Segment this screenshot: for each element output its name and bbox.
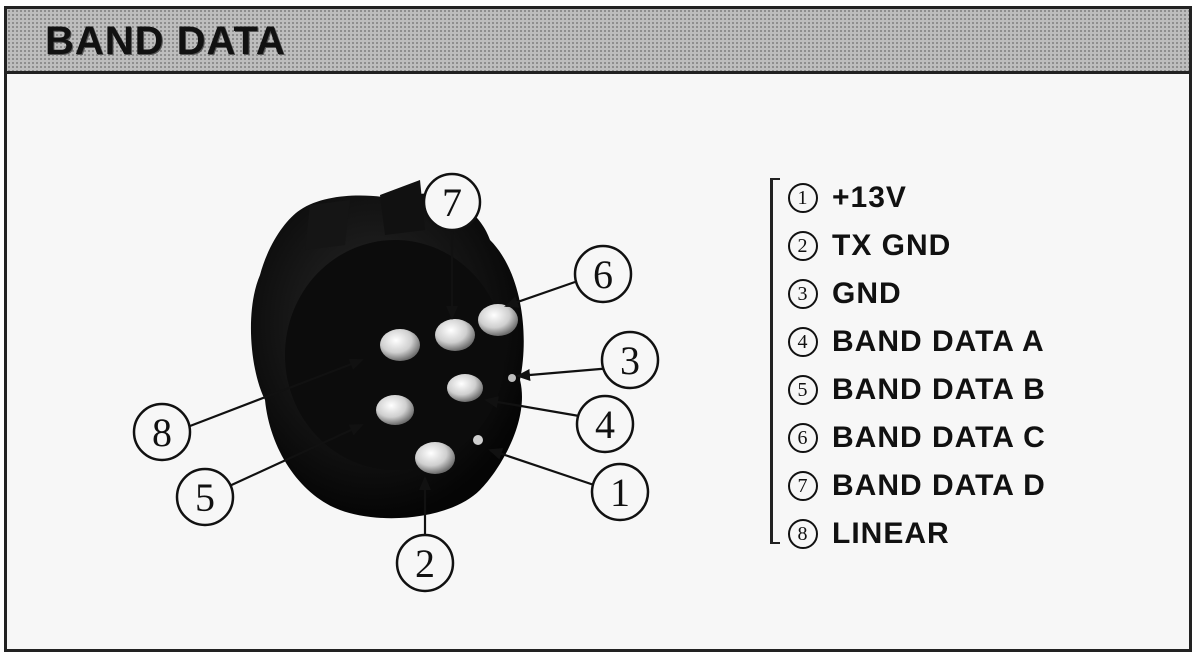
legend-label: LINEAR [832,517,950,550]
legend-number: 7 [788,471,818,501]
legend-number: 8 [788,519,818,549]
callout-label-3: 3 [620,338,640,383]
legend-label: TX GND [832,229,952,262]
legend-list: 1 +13V 2 TX GND 3 GND 4 BAND DATA A 5 BA… [788,174,1046,558]
pin-7-photo [435,319,475,351]
callout-label-6: 6 [593,252,613,297]
arrow-6 [504,280,576,308]
legend-number: 4 [788,327,818,357]
callout-label-7: 7 [442,180,462,225]
legend-item: 6 BAND DATA C [788,414,1046,462]
legend-label: +13V [832,181,907,214]
callout-circle-8 [132,402,192,462]
legend-number: 1 [788,183,818,213]
callout-label-4: 4 [595,402,615,447]
band-data-panel: BAND DATA [4,6,1192,652]
callout-circle-6 [573,244,633,304]
legend-item: 7 BAND DATA D [788,462,1046,510]
panel-header: BAND DATA [7,9,1189,74]
legend-label: BAND DATA B [832,373,1046,406]
arrow-8 [189,358,364,428]
callout-label-2: 2 [415,541,435,586]
callout-circle-5 [175,467,235,527]
legend-number: 6 [788,423,818,453]
callout-circle-4 [575,394,635,454]
legend-label: GND [832,277,902,310]
legend-item: 1 +13V [788,174,1046,222]
callout-circle-7 [422,172,482,232]
din-connector-photo [250,180,524,519]
arrow-1 [488,448,601,489]
callout-label-8: 8 [152,410,172,455]
legend-item: 8 LINEAR [788,510,1046,558]
legend-label: BAND DATA C [832,421,1046,454]
pin-3-photo [508,374,516,382]
pin-2-photo [415,442,455,474]
arrow-3 [516,366,613,381]
callout-arrows [189,232,613,535]
legend-item: 5 BAND DATA B [788,366,1046,414]
callout-numbers [132,172,660,593]
pin-4-photo [447,374,483,402]
pin-legend: 1 +13V 2 TX GND 3 GND 4 BAND DATA A 5 BA… [770,174,1130,550]
pin-1-photo [473,435,483,445]
legend-number: 5 [788,375,818,405]
callout-label-5: 5 [195,475,215,520]
callout-number-labels: 7 6 3 4 1 2 5 8 [152,180,640,586]
pin-8-photo [380,329,420,361]
legend-label: BAND DATA D [832,469,1046,502]
legend-number: 2 [788,231,818,261]
legend-item: 4 BAND DATA A [788,318,1046,366]
callout-circle-1 [590,462,650,522]
callout-circle-3 [600,330,660,390]
callout-circle-2 [395,533,455,593]
callout-label-1: 1 [610,470,630,515]
pin-5-photo [376,395,414,425]
page-title: BAND DATA [45,19,286,63]
legend-number: 3 [788,279,818,309]
legend-item: 2 TX GND [788,222,1046,270]
legend-item: 3 GND [788,270,1046,318]
legend-bracket [770,178,780,544]
pin-6-photo [478,304,518,336]
arrow-5 [224,424,364,489]
legend-label: BAND DATA A [832,325,1045,358]
arrow-4 [484,396,586,419]
